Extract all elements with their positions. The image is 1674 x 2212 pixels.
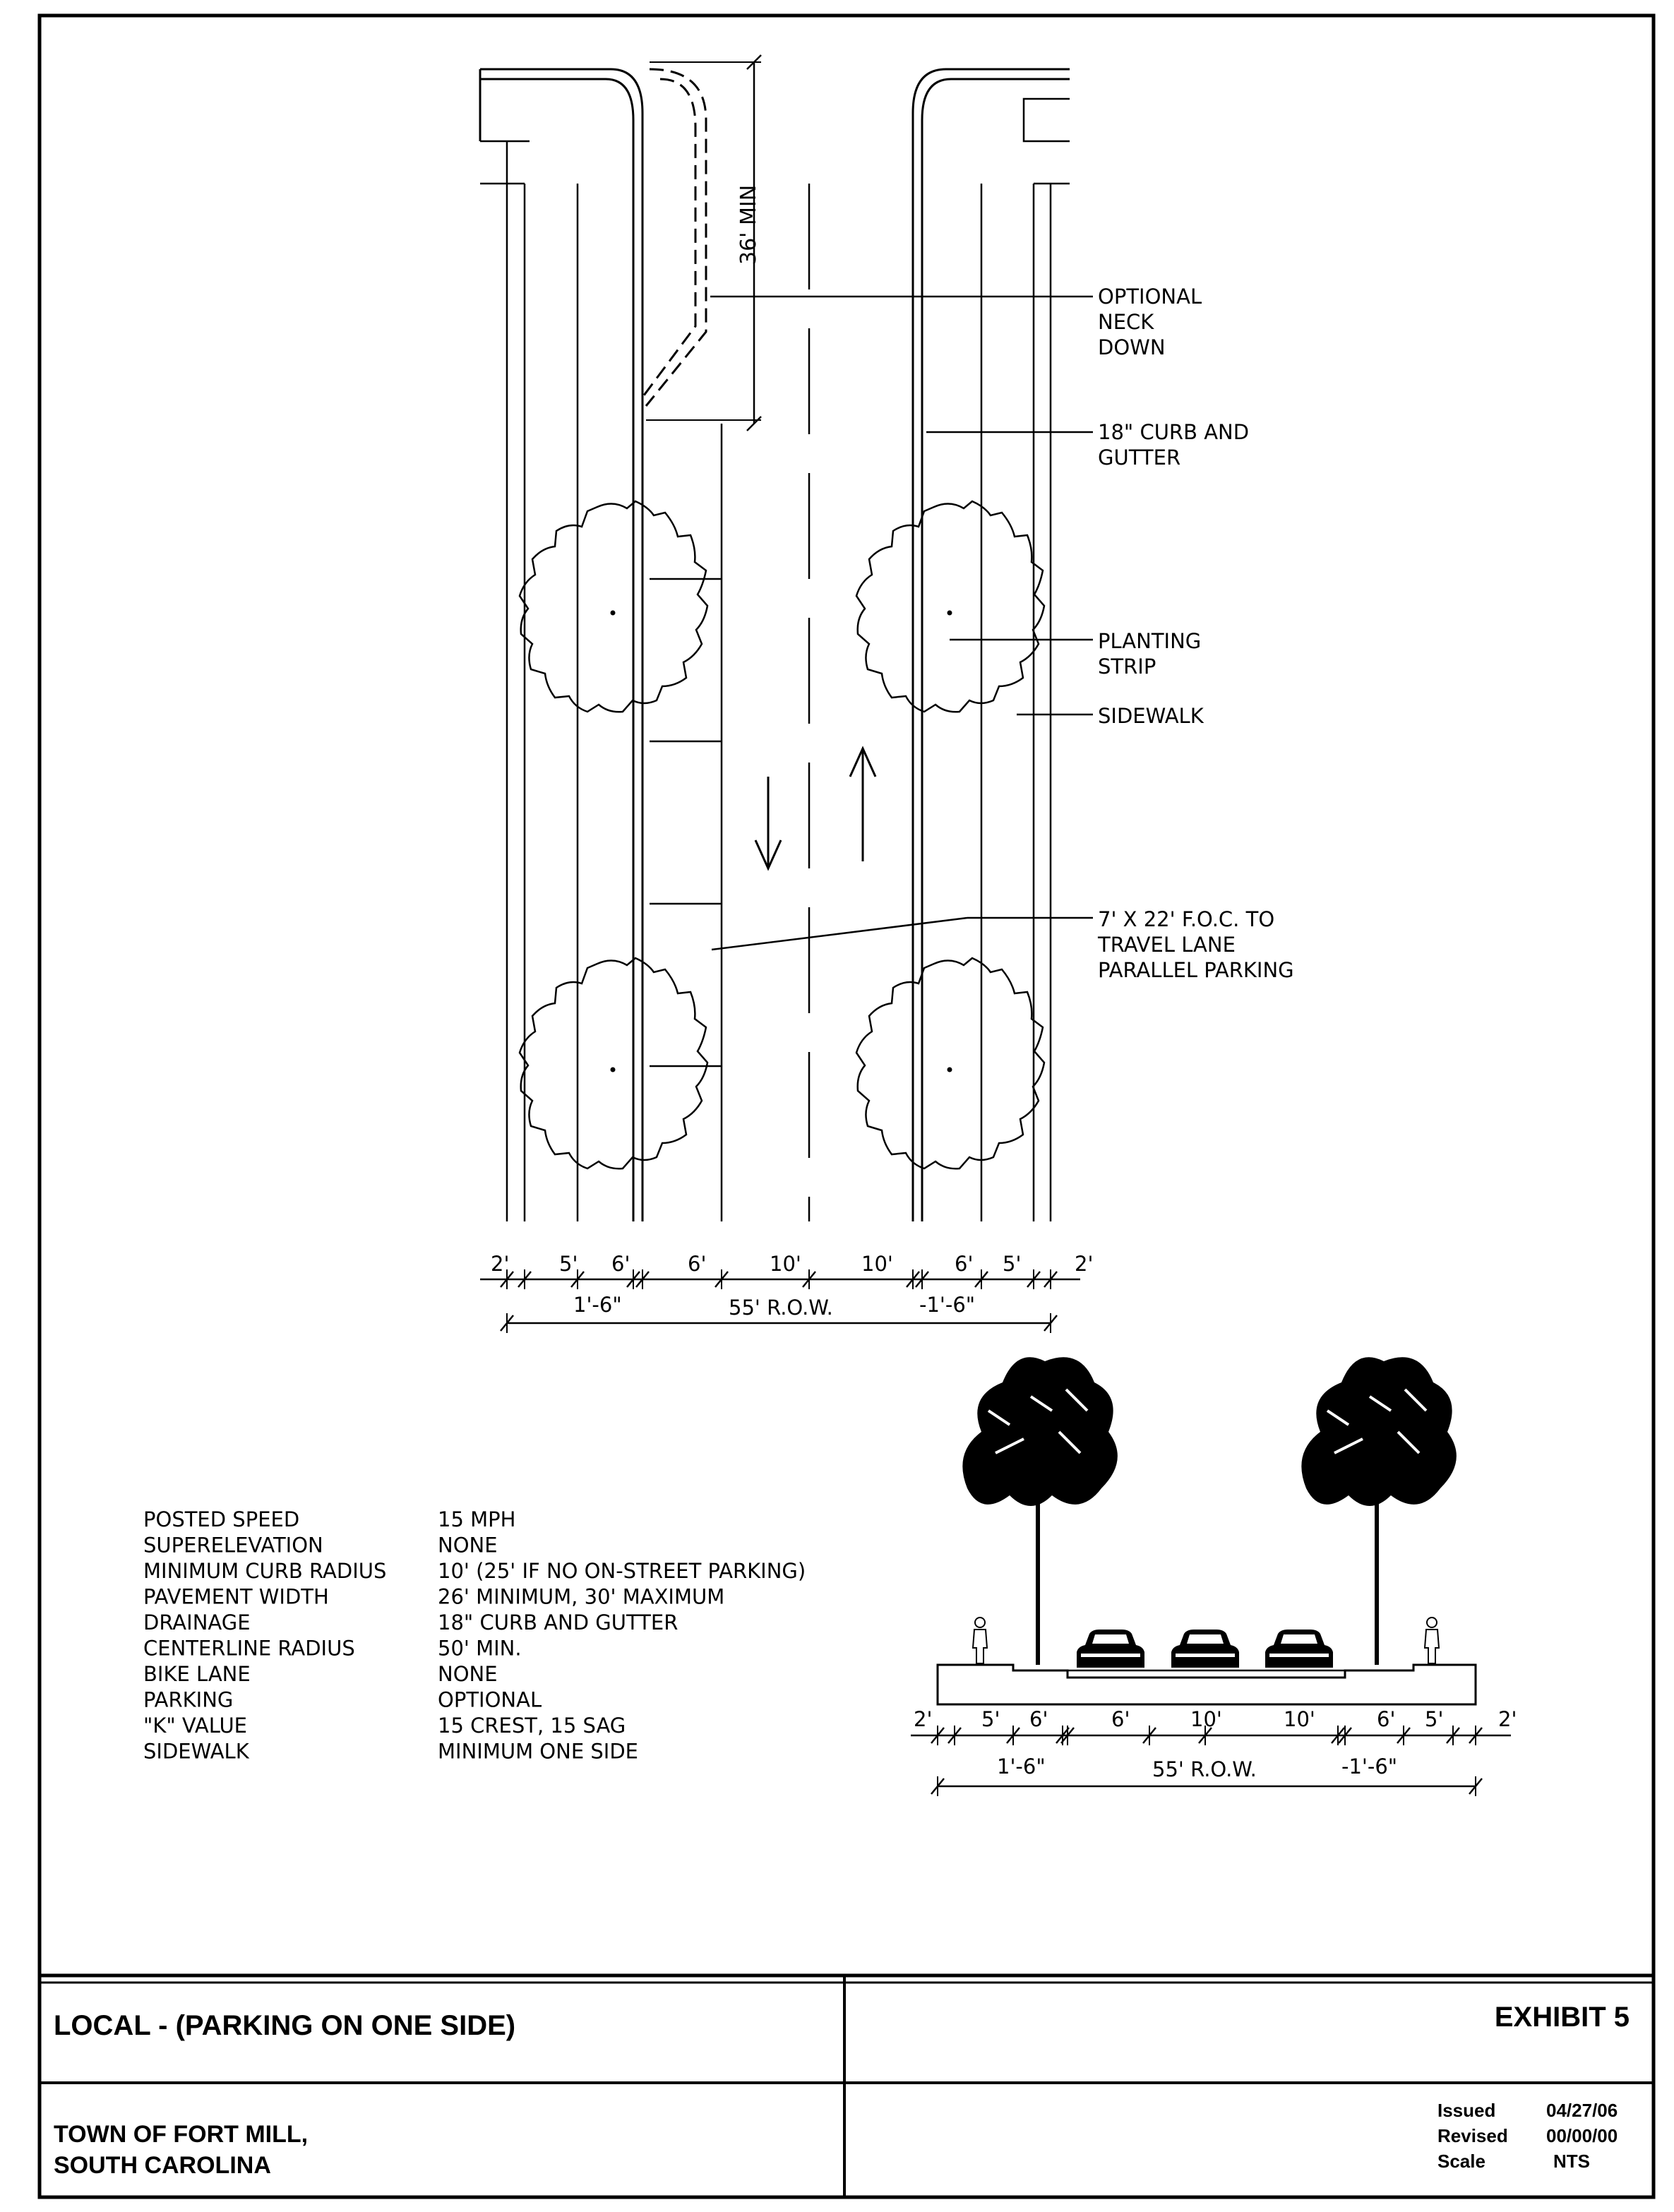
plan-dim: 2' [1075,1252,1093,1276]
scale-value: NTS [1553,2151,1590,2172]
section-dim: 2' [914,1707,932,1731]
spec-label: SUPERELEVATION [143,1534,323,1558]
plan-dim: 6' [955,1252,973,1276]
callout-planting-strip: PLANTING STRIP [1098,629,1208,678]
issued-value: 04/27/06 [1546,2100,1618,2121]
spec-value: NONE [438,1534,498,1558]
plan-dim: 6' [688,1252,706,1276]
spec-value: 15 CREST, 15 SAG [438,1714,626,1738]
spec-label: BIKE LANE [143,1662,251,1686]
plan-dimension-labels: 2' 5' 6' 6' 10' 10' 6' 5' 2' 1'-6" 55' R… [491,1252,1093,1320]
plan-dim: 5' [1003,1252,1021,1276]
plan-curb-dim-left: 1'-6" [573,1293,622,1317]
town-name: TOWN OF FORT MILL, [54,2121,308,2148]
spec-value: 26' MINIMUM, 30' MAXIMUM [438,1585,724,1609]
spec-label: PARKING [143,1688,233,1712]
plan-labels: 36' MIN OPTIONAL NECK DOWN 18" CURB AND … [491,185,1294,1320]
drawing-title: LOCAL - (PARKING ON ONE SIDE) [54,2010,515,2041]
plan-dim: 2' [491,1252,509,1276]
section-dim: 6' [1029,1707,1048,1731]
section-dim: 6' [1111,1707,1130,1731]
plan-row-dim: 55' R.O.W. [729,1296,833,1320]
spec-value: 18" CURB AND GUTTER [438,1610,678,1634]
section-dim: 5' [981,1707,1000,1731]
spec-value: MINIMUM ONE SIDE [438,1740,638,1764]
plan-dim: 10' [861,1252,893,1276]
spec-label: MINIMUM CURB RADIUS [143,1559,386,1583]
plan-dim: 6' [611,1252,630,1276]
spec-table: POSTED SPEED 15 MPH SUPERELEVATION NONE MINI… [143,1507,806,1764]
callout-sidewalk: SIDEWALK [1098,704,1204,728]
state-name: SOUTH CAROLINA [54,2152,271,2179]
section-dim: 6' [1377,1707,1395,1731]
neck-down-dim-label: 36' MIN [736,185,761,265]
callout-neck-down: OPTIONAL NECK DOWN [1098,285,1208,359]
spec-value: OPTIONAL [438,1688,542,1712]
spec-value: NONE [438,1662,498,1686]
revised-value: 00/00/00 [1546,2125,1618,2146]
issued-label: Issued [1437,2100,1495,2121]
spec-value: 50' MIN. [438,1637,522,1661]
title-block-text: LOCAL - (PARKING ON ONE SIDE) EXHIBIT 5 … [54,2002,1630,2179]
section-dim: 2' [1498,1707,1517,1731]
spec-label: DRAINAGE [143,1610,251,1634]
section-dim: 5' [1425,1707,1443,1731]
spec-label: "K" VALUE [143,1714,247,1738]
spec-label: PAVEMENT WIDTH [143,1585,329,1609]
section-curb-dim-left: 1'-6" [997,1754,1046,1778]
section-labels: 2' 5' 6' 6' 10' 10' 6' 5' 2' 1'-6" 55' R… [914,1707,1517,1781]
callout-parking: 7' X 22' F.O.C. TO TRAVEL LANE PARALLEL … [1097,907,1294,982]
spec-value: 15 MPH [438,1507,515,1531]
spec-value: 10' (25' IF NO ON-STREET PARKING) [438,1559,806,1583]
sheet-border [37,13,1656,2199]
plan-dim: 10' [770,1252,801,1276]
section-row-dim: 55' R.O.W. [1152,1757,1257,1781]
plan-dim: 5' [559,1252,578,1276]
callout-curb-gutter: 18" CURB AND GUTTER [1098,420,1255,470]
spec-label: CENTERLINE RADIUS [143,1637,355,1661]
plan-view [479,54,1093,1333]
section-dim: 10' [1284,1707,1315,1731]
spec-label: POSTED SPEED [143,1507,299,1531]
exhibit-number: EXHIBIT 5 [1495,2002,1630,2033]
section-curb-dim-right: -1'-6" [1341,1754,1397,1778]
spec-label: SIDEWALK [143,1740,250,1764]
section-dim: 10' [1190,1707,1222,1731]
plan-curb-dim-right: -1'-6" [919,1293,975,1317]
revised-label: Revised [1437,2125,1508,2146]
scale-label: Scale [1437,2151,1485,2172]
cross-section [911,1357,1511,1796]
title-block [37,1973,1656,2199]
